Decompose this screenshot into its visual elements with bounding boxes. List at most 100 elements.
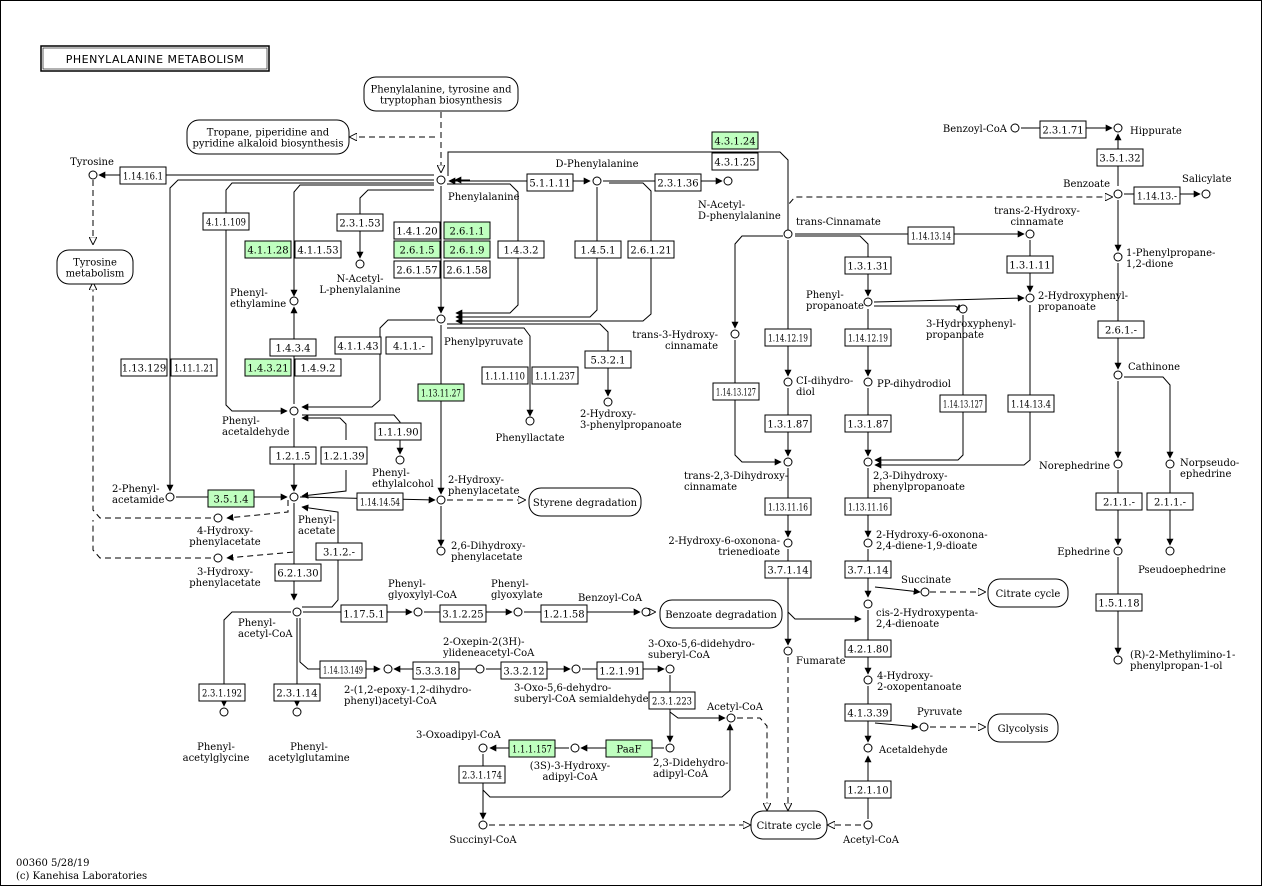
compound-phacetate[interactable]: Phenyl-acetate [289, 492, 336, 537]
compound-acetylcoa-bot[interactable]: Acetyl-CoA [842, 820, 900, 846]
enzyme-box-2-6-1-58[interactable]: 2.6.1.58 [443, 260, 491, 279]
compound-cis2ohpenta[interactable]: cis-2-Hydroxypenta-2,4-dienoate [863, 599, 978, 630]
compound-succinate[interactable]: Succinate [901, 575, 951, 597]
compound-node-circle[interactable] [571, 664, 581, 674]
enzyme-box-1-14-12-19[interactable]: 1.14.12.19 [844, 328, 892, 347]
enzyme-box-1-14-16-1[interactable]: 1.14.16.1 [119, 166, 167, 185]
compound-dphe[interactable]: D-Phenylalanine [555, 159, 639, 186]
compound-node-circle[interactable] [783, 377, 793, 387]
compound-node-circle[interactable] [730, 329, 740, 339]
enzyme-box-1-3-1-31[interactable]: 1.3.1.31 [844, 256, 892, 275]
compound-nacdphe[interactable]: N-Acetyl-D-phenylalanine [698, 176, 781, 222]
compound-2oh6oxo-dien[interactable]: 2-Hydroxy-6-oxonona-2,4-diene-1,9-dioate [863, 530, 988, 552]
compound-phpyr[interactable]: Phenylpyruvate [436, 314, 523, 348]
enzyme-box-1-13-129[interactable]: 1.13.129 [120, 358, 168, 377]
enzyme-box-4-1-1-28[interactable]: 4.1.1.28 [244, 240, 292, 259]
enzyme-box-1-14-13--x[interactable]: 1.14.13.- [1133, 186, 1181, 205]
enzyme-box-4-1-1-109[interactable]: 4.1.1.109 [202, 212, 250, 231]
compound-2ohcinn[interactable]: trans-2-Hydroxy-cinnamate [994, 206, 1080, 239]
compound-cinnamate[interactable]: trans-Cinnamate [783, 217, 881, 239]
compound-23didehydroadipylcoa[interactable]: 2,3-Didehydro-adipyl-CoA [653, 743, 729, 780]
compound-benzoate[interactable]: Benzoate [1063, 179, 1123, 199]
compound-node-circle[interactable] [1113, 189, 1123, 199]
enzyme-box-2-3-1-14[interactable]: 2.3.1.14 [273, 683, 321, 702]
enzyme-box-1-4-3-21[interactable]: 1.4.3.21 [244, 358, 292, 377]
enzyme-box-1-2-1-91[interactable]: 1.2.1.91 [596, 661, 644, 680]
enzyme-box-1-14-14-54[interactable]: 1.14.14.54 [356, 492, 404, 511]
compound-phacetylcoa[interactable]: Phenyl-acetyl-CoA [238, 607, 302, 640]
compound-node-circle[interactable] [570, 743, 580, 753]
enzyme-box-1-14-13-127[interactable]: 1.14.13.127 [712, 382, 760, 401]
compound-node-circle[interactable] [723, 176, 733, 186]
compound-node-circle[interactable] [1025, 229, 1035, 239]
enzyme-box-2-3-1-71[interactable]: 2.3.1.71 [1039, 120, 1087, 139]
enzyme-box-5-1-1-11[interactable]: 5.1.1.11 [526, 173, 574, 192]
compound-2phacetamide[interactable]: 2-Phenyl-acetamide [112, 484, 175, 506]
enzyme-box-1-1-1-110[interactable]: 1.1.1.110 [481, 366, 529, 385]
compound-node-circle[interactable] [783, 229, 793, 239]
compound-ppdiol[interactable]: PP-dihydrodiol [863, 377, 951, 390]
compound-node-circle[interactable] [641, 607, 651, 617]
compound-node-circle[interactable] [1113, 459, 1123, 469]
enzyme-box-2-1-1--x[interactable]: 2.1.1.- [1095, 492, 1143, 511]
enzyme-box-2-6-1-1[interactable]: 2.6.1.1 [443, 221, 491, 240]
enzyme-box-2-3-1-223[interactable]: 2.3.1.223 [648, 691, 696, 710]
enzyme-box-1-14-13-149[interactable]: 1.14.13.149 [319, 660, 367, 679]
enzyme-box-2-3-1-53[interactable]: 2.3.1.53 [336, 213, 384, 232]
compound-phenylprop[interactable]: Phenyl-propanoate [806, 290, 873, 312]
compound-3oxo56semi[interactable]: 3-Oxo-5,6-dehydro-suberyl-CoA semialdehy… [514, 664, 649, 705]
compound-node-circle[interactable] [783, 646, 793, 656]
compound-node-circle[interactable] [783, 457, 793, 467]
enzyme-box-3-5-1-4[interactable]: 3.5.1.4 [207, 489, 255, 508]
compound-2ohphprop[interactable]: 2-Hydroxyphenyl-propanoate [1025, 291, 1128, 313]
enzyme-box-1-2-1-58[interactable]: 1.2.1.58 [540, 604, 588, 623]
enzyme-box-1-2-1-5[interactable]: 1.2.1.5 [269, 446, 317, 465]
enzyme-box-2-3-1-192[interactable]: 2.3.1.192 [198, 683, 246, 702]
compound-norephedrine[interactable]: Norephedrine [1039, 459, 1123, 472]
enzyme-box-2-6-1-57[interactable]: 2.6.1.57 [393, 260, 441, 279]
compound-nacphe[interactable]: N-Acetyl-L-phenylalanine [319, 259, 401, 296]
compound-node-circle[interactable] [1201, 189, 1211, 199]
compound-node-circle[interactable] [1025, 293, 1035, 303]
enzyme-box-2-6-1--x[interactable]: 2.6.1.- [1097, 320, 1145, 339]
enzyme-box-1-4-3-2[interactable]: 1.4.3.2 [497, 240, 545, 259]
enzyme-box-1-1-1-90[interactable]: 1.1.1.90 [374, 422, 422, 441]
compound-node-circle[interactable] [383, 664, 393, 674]
compound-node-circle[interactable] [413, 607, 423, 617]
enzyme-box-1-11-1-21[interactable]: 1.11.1.21 [170, 358, 218, 377]
enzyme-box-2-1-1--x[interactable]: 2.1.1.- [1146, 492, 1194, 511]
enzyme-box-2-6-1-9[interactable]: 2.6.1.9 [443, 240, 491, 259]
compound-benzoylcoa-mid[interactable]: Benzoyl-CoA [578, 593, 651, 617]
compound-node-circle[interactable] [592, 176, 602, 186]
compound-node-circle[interactable] [395, 455, 405, 465]
compound-norpseudo[interactable]: Norpseudo-ephedrine [1165, 458, 1239, 480]
enzyme-box-1-3-1-87[interactable]: 1.3.1.87 [764, 414, 812, 433]
compound-node-circle[interactable] [726, 713, 736, 723]
compound-fumarate[interactable]: Fumarate [783, 646, 846, 667]
enzyme-box-paaf[interactable]: PaaF [605, 739, 653, 758]
enzyme-box-3-7-1-14[interactable]: 3.7.1.14 [844, 560, 892, 579]
compound-node-circle[interactable] [919, 722, 929, 732]
compound-phethanol[interactable]: Phenyl-ethylalcohol [372, 455, 434, 490]
compound-node-circle[interactable] [863, 377, 873, 387]
compound-node-circle[interactable] [1113, 546, 1123, 556]
enzyme-box-1-1-1-237[interactable]: 1.1.1.237 [531, 366, 579, 385]
compound-acetylcoa-mid[interactable]: Acetyl-CoA [706, 702, 764, 723]
compound-phlactate[interactable]: Phenyllactate [495, 416, 565, 444]
enzyme-box-1-2-1-39[interactable]: 1.2.1.39 [320, 446, 368, 465]
compound-node-circle[interactable] [1165, 546, 1175, 556]
compound-node-circle[interactable] [863, 457, 873, 467]
compound-rmethylimino[interactable]: (R)-2-Methylimino-1-phenylpropan-1-ol [1113, 650, 1235, 672]
compound-node-circle[interactable] [863, 743, 873, 753]
map-link-m-styrene[interactable]: Styrene degradation [528, 487, 642, 517]
compound-node-circle[interactable] [1113, 252, 1123, 262]
enzyme-box-1-5-1-18[interactable]: 1.5.1.18 [1095, 593, 1143, 612]
compound-node-circle[interactable] [213, 553, 223, 563]
compound-node-circle[interactable] [436, 495, 446, 505]
map-link-m-citrate2[interactable]: Citrate cycle [750, 810, 828, 840]
compound-node-circle[interactable] [289, 406, 299, 416]
compound-node-circle[interactable] [525, 416, 535, 426]
